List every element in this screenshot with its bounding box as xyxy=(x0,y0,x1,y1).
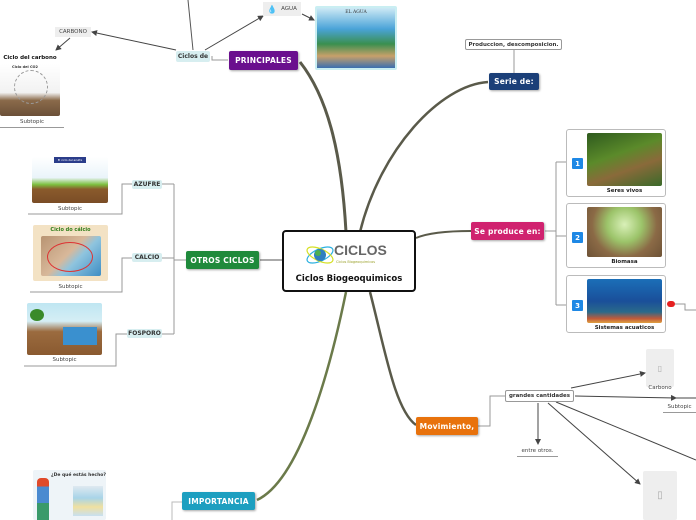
carbono-cycle-picture: Ciclo del CO2 xyxy=(0,64,60,116)
central-title: Ciclos Biogeoquimicos xyxy=(295,274,403,284)
branch-movimiento xyxy=(368,291,417,427)
image-placeholder-icon: ▯ xyxy=(657,363,663,373)
carbono-target-label: Carbono xyxy=(648,385,672,391)
azufre-caption: Subtopic xyxy=(57,206,83,212)
branch-principales xyxy=(298,61,348,233)
central-topic[interactable]: CICLOS Ciclos Biogeoquimicos Ciclos Biog… xyxy=(282,230,416,292)
seres-vivos-caption: Seres vivos xyxy=(606,188,643,194)
azufre-subtopic[interactable]: AZUFRE xyxy=(132,180,162,189)
carbono-label[interactable]: CARBONO xyxy=(55,27,91,37)
branch-serie xyxy=(358,80,489,233)
placeholder-image-2[interactable]: ▯ xyxy=(643,471,677,520)
number-badge-3: 3 xyxy=(572,300,583,311)
branch-importancia xyxy=(256,291,348,502)
biomasa-card[interactable]: 2 Biomasa xyxy=(566,203,666,268)
logo-text: CICLOS xyxy=(334,242,387,258)
carbono-image-title: Ciclo del carbono xyxy=(3,55,57,61)
calcio-image-title: Ciclo do cálcio xyxy=(50,227,91,233)
number-badge-2: 2 xyxy=(572,232,583,243)
biomasa-caption: Biomasa xyxy=(611,259,638,265)
agua-node[interactable]: 💧 AGUA xyxy=(263,2,301,16)
otros-ciclos-topic[interactable]: OTROS CICLOS xyxy=(186,251,259,269)
carbono-placeholder-image[interactable]: ▯ xyxy=(646,349,674,387)
seres-vivos-image xyxy=(587,133,662,186)
branch-se-produce xyxy=(415,230,472,239)
serie-de-topic[interactable]: Serie de: xyxy=(489,73,539,90)
fosforo-caption: Subtopic xyxy=(52,357,77,363)
movimiento-topic[interactable]: Movimiento, xyxy=(416,417,478,435)
agua-label: AGUA xyxy=(281,6,297,12)
branch-top xyxy=(187,0,194,51)
sistemas-acuaticos-image xyxy=(587,279,662,323)
seres-vivos-card[interactable]: 1 Seres vivos xyxy=(566,129,666,197)
atom-globe-icon xyxy=(306,246,334,264)
agua-image-title: EL AGUA xyxy=(345,10,367,15)
importancia-topic[interactable]: IMPORTANCIA xyxy=(182,492,255,510)
biomasa-image xyxy=(587,207,662,257)
ciclos-logo: CICLOS Ciclos Biogeoquimicos xyxy=(304,240,394,270)
azufre-image[interactable]: El ciclo del azufre xyxy=(32,157,108,203)
calcio-subtopic[interactable]: CALCIO xyxy=(132,253,162,262)
carbono-image-subtitle: Ciclo del CO2 xyxy=(12,65,38,69)
se-produce-en-topic[interactable]: Se produce en: xyxy=(471,222,544,240)
grandes-cantidades-subtopic[interactable]: grandes cantidades xyxy=(505,390,574,402)
number-badge-1: 1 xyxy=(572,158,583,169)
produccion-subtopic[interactable]: Produccion, descomposicion. xyxy=(465,39,562,50)
importancia-image[interactable]: ¿De qué estás hecho? xyxy=(33,470,106,520)
fosforo-image[interactable] xyxy=(27,303,102,355)
calcio-image[interactable]: Ciclo do cálcio xyxy=(33,225,108,281)
principales-topic[interactable]: PRINCIPALES xyxy=(229,51,298,70)
calcio-caption: Subtopic xyxy=(58,284,83,290)
image-placeholder-icon-2: ▯ xyxy=(657,490,663,501)
agua-image[interactable]: EL AGUA xyxy=(315,6,397,70)
sistemas-acuaticos-caption: Sistemas acuaticos xyxy=(594,325,655,331)
entre-otros-label: entre otros. xyxy=(517,448,558,457)
collapsed-indicator[interactable] xyxy=(667,301,675,307)
logo-subtext: Ciclos Biogeoquimicos xyxy=(336,260,376,264)
carbono-image[interactable]: Ciclo del carbono Ciclo del CO2 xyxy=(0,55,60,117)
azufre-image-title: El ciclo del azufre xyxy=(54,157,86,163)
carbono-caption: Subtopic xyxy=(0,119,64,128)
water-drop-icon: 💧 xyxy=(267,4,278,14)
subtopic-target-label: Subtopic xyxy=(663,404,696,413)
sistemas-acuaticos-card[interactable]: 3 Sistemas acuaticos xyxy=(566,275,666,333)
fosforo-subtopic[interactable]: FOSPORO xyxy=(127,329,162,338)
importancia-image-title: ¿De qué estás hecho? xyxy=(51,473,106,478)
ciclos-de-subtopic[interactable]: Ciclos de xyxy=(176,51,210,62)
